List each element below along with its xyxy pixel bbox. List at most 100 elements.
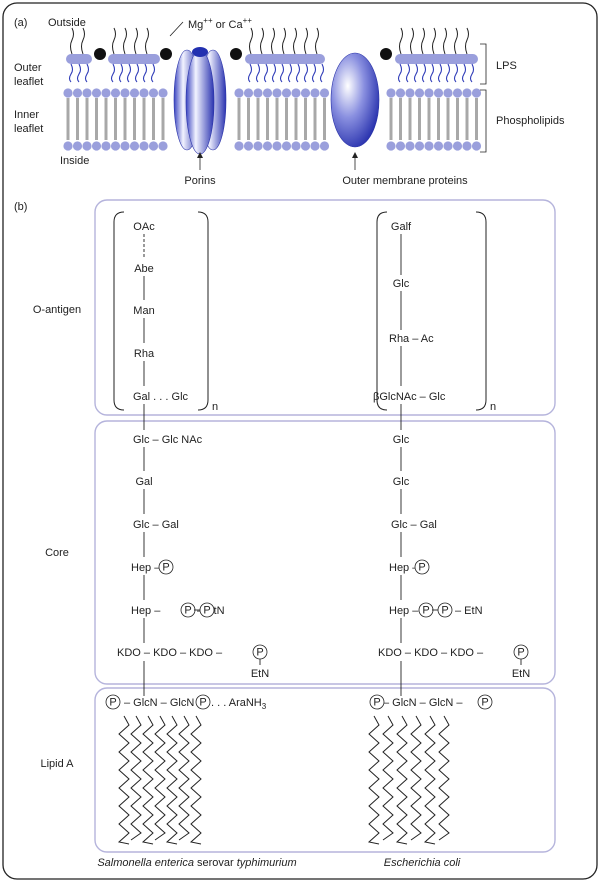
lipid-a-label: Lipid A	[40, 758, 74, 770]
inside-label: Inside	[60, 155, 89, 167]
phospholipid-head-upper	[148, 88, 159, 98]
phospholipid-head-lower	[129, 141, 140, 151]
ecoli-core-glc-1: Glc	[393, 434, 410, 446]
phosphate-marker: P	[252, 644, 268, 660]
phospholipid-head-upper	[433, 88, 444, 98]
panel-a-label: (a)	[14, 17, 27, 29]
porin-protein	[173, 47, 227, 155]
lps-segment	[108, 54, 160, 64]
phosphate-letter: P	[184, 605, 191, 617]
lps-acyl-tail	[469, 63, 475, 83]
salmonella-species-serovar: typhimurium	[237, 857, 297, 869]
panel-b-label: (b)	[14, 201, 27, 213]
porins-label: Porins	[184, 175, 216, 187]
salmonella-man: Man	[133, 305, 154, 317]
o-chain-strand	[123, 27, 127, 55]
phospholipid-head-upper	[272, 88, 282, 98]
phospholipid-head-lower	[158, 141, 168, 151]
salmonella-acyl-chain	[130, 715, 142, 841]
ecoli-acyl-chain	[395, 715, 408, 845]
ecoli-column: n Galf Glc Rha – Ac βGlcNAc – Glc Glc Gl…	[373, 211, 530, 869]
salmonella-abe: Abe	[134, 263, 154, 275]
phospholipid-head-lower	[395, 141, 406, 151]
o-chain-strand	[410, 27, 414, 55]
ecoli-hep-2-etn: – EtN	[455, 605, 483, 617]
ions-label: Mg++ or Ca++	[188, 16, 252, 31]
salmonella-close-bracket	[197, 211, 209, 411]
phospholipid-head-lower	[91, 141, 102, 151]
phosphate-marker: P	[437, 602, 453, 618]
phosphate-marker: P	[418, 602, 434, 618]
ecoli-acyl-chain	[438, 715, 450, 841]
phospholipid-head-lower	[139, 141, 149, 151]
phosphate-letter: P	[162, 562, 169, 574]
cation-dot	[380, 48, 392, 60]
ions-mg: Mg	[188, 19, 203, 31]
lps-acyl-tail	[263, 63, 269, 83]
phospholipid-head-upper	[82, 88, 92, 98]
phospholipid-head-lower	[319, 141, 330, 151]
o-chain-strand	[465, 27, 469, 55]
omp-label: Outer membrane proteins	[342, 175, 468, 187]
phosphate-letter: P	[517, 647, 524, 659]
phospholipid-head-lower	[386, 141, 396, 151]
core-label: Core	[45, 547, 69, 559]
phospholipid-head-upper	[72, 88, 83, 98]
inner-label: Inner	[14, 109, 39, 121]
phospholipid-head-upper	[300, 88, 311, 98]
phospholipid-head-upper	[462, 88, 472, 98]
lps-acyl-tail	[421, 63, 427, 83]
ecoli-hep-1: Hep –	[389, 562, 419, 574]
core-box	[94, 420, 556, 685]
phospholipid-head-upper	[414, 88, 425, 98]
phospholipid-head-lower	[253, 141, 263, 151]
o-chain-strand	[315, 27, 319, 55]
lps-acyl-tail	[437, 63, 443, 83]
outer-label: Outer	[14, 62, 42, 74]
phosphate-letter: P	[109, 697, 116, 709]
phospholipid-head-lower	[101, 141, 111, 151]
phospholipid-head-upper	[452, 88, 463, 98]
ecoli-hep-2: Hep –	[389, 605, 419, 617]
phospholipid-head-upper	[101, 88, 111, 98]
o-chain-strand	[145, 27, 149, 55]
salmonella-hep-2: Hep –	[131, 605, 161, 617]
salmonella-etn: EtN	[251, 668, 269, 680]
phosphate-marker: P	[513, 644, 529, 660]
salmonella-species-serovar-word: serovar	[194, 857, 237, 869]
phospholipid-head-lower	[272, 141, 282, 151]
ions-pointer	[169, 21, 184, 37]
phospholipid-head-lower	[405, 141, 415, 151]
phospholipid-head-upper	[281, 88, 292, 98]
ecoli-acyl-chain	[410, 715, 422, 841]
salmonella-hep-1: Hep –	[131, 562, 161, 574]
phospholipid-head-upper	[310, 88, 320, 98]
phospholipid-head-lower	[414, 141, 425, 151]
salmonella-species: Salmonella enterica serovar typhimurium	[97, 857, 296, 869]
phosphate-marker: P	[414, 559, 430, 575]
lps-acyl-tail	[405, 63, 411, 83]
phosphate-marker: P	[158, 559, 174, 575]
phospholipid-head-upper	[262, 88, 273, 98]
ecoli-species: Escherichia coli	[384, 857, 461, 869]
phospholipid-head-lower	[300, 141, 311, 151]
salmonella-acyl-chain	[189, 715, 202, 845]
ecoli-glcnac-glc: βGlcNAc – Glc	[373, 391, 446, 403]
ecoli-rha-ac: Rha – Ac	[389, 333, 434, 345]
phospholipid-head-upper	[234, 88, 244, 98]
salmonella-species-genus: Salmonella enterica	[97, 857, 194, 869]
ecoli-core-glc-2: Glc	[393, 476, 410, 488]
lps-acyl-tail	[271, 63, 277, 83]
phosphate-marker: P	[477, 694, 493, 710]
o-chain-strand	[112, 27, 116, 55]
ecoli-acyl-chain	[382, 715, 394, 841]
phosphate-letter: P	[418, 562, 425, 574]
ions-mid: or Ca	[213, 19, 244, 31]
phospholipid-head-upper	[120, 88, 130, 98]
salmonella-lipid-a-backbone: – GlcN – GlcN –	[124, 697, 204, 709]
ecoli-open-bracket	[376, 211, 388, 411]
ecoli-lipid-a-backbone: – GlcN – GlcN –	[383, 697, 463, 709]
phospholipid-head-lower	[433, 141, 444, 151]
